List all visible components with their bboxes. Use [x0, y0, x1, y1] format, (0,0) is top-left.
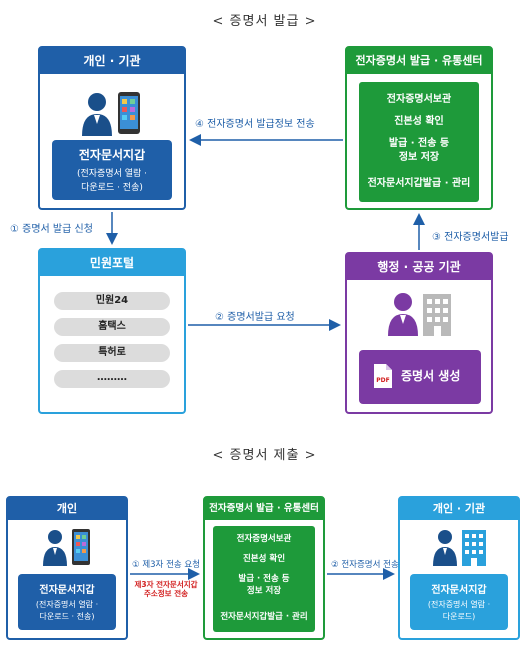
portal-item-hometax: 홈택스 — [54, 318, 170, 336]
submit-wallet-box: 전자문서지갑 (전자증명서 열람 · 다운로드 · 전송) — [18, 574, 116, 630]
person-phone-icon — [43, 529, 90, 566]
center-item-authenticity: 진본성 확인 — [242, 554, 286, 564]
pdf-icon-label: PDF — [376, 377, 389, 384]
wallet-sub-2: 다운로드) — [442, 612, 476, 621]
submit-step1-note-line1: 제3자 전자문서지갑 — [134, 580, 198, 589]
issue-center-box: 전자증명서 발급 · 유통센터 전자증명서보관 진본성 확인 발급 · 전송 등… — [345, 46, 493, 210]
person-phone-icon — [82, 92, 140, 136]
submit-section-title: < 증명서 제출 > — [212, 448, 317, 463]
submit-center-header: 전자증명서 발급 · 유통센터 — [205, 498, 323, 520]
portal-item-minwon24: 민원24 — [54, 292, 170, 310]
center-item-issue-transfer: 발급 · 전송 등 — [238, 574, 290, 584]
wallet-title: 전자문서지갑 — [431, 585, 487, 596]
submit-personal-header: 개인 — [8, 498, 126, 520]
issue-personal-header: 개인 · 기관 — [40, 48, 184, 74]
issue-agency-box: 행정 · 공공 기관 PDF 증명서 생성 — [345, 252, 493, 414]
submit-receiver-box: 개인 · 기관 전자문서지갑 (전자증명서 열람 · 다운로드) — [398, 496, 520, 640]
issue-center-inner: 전자증명서보관 진본성 확인 발급 · 전송 등 정보 저장 전자문서지갑발급 … — [359, 82, 479, 202]
center-item-authenticity: 진본성 확인 — [394, 116, 444, 127]
person-building-icon — [433, 530, 486, 566]
issue-portal-box: 민원포털 민원24 홈택스 특허로 ……… — [38, 248, 186, 414]
issue-section-title: < 증명서 발급 > — [212, 14, 317, 29]
wallet-title: 전자문서지갑 — [78, 148, 146, 162]
issue-wallet-box: 전자문서지갑 (전자증명서 열람 · 다운로드 · 전송) — [52, 140, 172, 200]
center-item-issue-transfer: 발급 · 전송 등 — [388, 138, 450, 149]
submit-step1-label: ① 제3자 전송 요청 — [132, 560, 201, 570]
center-item-storage: 전자증명서보관 — [386, 94, 452, 105]
person-building-icon — [388, 293, 451, 336]
center-item-wallet-manage: 전자문서지갑발급 · 관리 — [220, 612, 308, 622]
receiver-wallet-box: 전자문서지갑 (전자증명서 열람 · 다운로드) — [410, 574, 508, 630]
submit-center-inner: 전자증명서보관 진본성 확인 발급 · 전송 등 정보 저장 전자문서지갑발급 … — [213, 526, 315, 632]
center-item-info-save: 정보 저장 — [398, 152, 440, 163]
submit-step1-note-line2: 주소정보 전송 — [143, 589, 188, 599]
wallet-sub-1: (전자증명서 열람 · — [35, 600, 99, 609]
agency-header: 행정 · 공공 기관 — [347, 254, 491, 280]
issue-step4-label: ④ 전자증명서 발급정보 전송 — [195, 119, 315, 130]
portal-header: 민원포털 — [40, 250, 184, 276]
submit-step1-note: 제3자 전자문서지갑 주소정보 전송 — [128, 580, 204, 599]
submit-receiver-header: 개인 · 기관 — [400, 498, 518, 520]
center-item-info-save: 정보 저장 — [246, 586, 282, 596]
issue-step1-label: ① 증명서 발급 신청 — [10, 224, 93, 235]
center-item-storage: 전자증명서보관 — [236, 534, 292, 544]
wallet-sub-2: 다운로드 · 전송) — [39, 612, 95, 621]
issue-personal-box: 개인 · 기관 전자문서지갑 (전자증명서 열람 · 다운로드 · 전송) — [38, 46, 186, 210]
wallet-sub-1: (전자증명서 열람 · — [76, 169, 148, 179]
wallet-sub-1: (전자증명서 열람 · — [427, 600, 491, 609]
issue-step3-label: ③ 전자증명서발급 — [432, 232, 509, 243]
submit-personal-box: 개인 전자문서지갑 (전자증명서 열람 · 다운로드 · 전송) — [6, 496, 128, 640]
portal-item-patent: 특허로 — [54, 344, 170, 362]
submit-step2-label: ② 전자증명서 전송 — [331, 560, 399, 570]
pdf-icon: PDF — [374, 364, 392, 388]
certificate-generate-label: 증명서 생성 — [401, 369, 461, 383]
submit-center-box: 전자증명서 발급 · 유통센터 전자증명서보관 진본성 확인 발급 · 전송 등… — [203, 496, 325, 640]
center-item-wallet-manage: 전자문서지갑발급 · 관리 — [367, 178, 471, 189]
issue-center-header: 전자증명서 발급 · 유통센터 — [347, 48, 491, 74]
wallet-sub-2: 다운로드 · 전송) — [81, 183, 143, 193]
portal-item-more: ……… — [54, 370, 170, 388]
issue-step2-label: ② 증명서발급 요청 — [215, 312, 295, 323]
certificate-generate-box: PDF 증명서 생성 — [359, 350, 481, 404]
wallet-title: 전자문서지갑 — [39, 585, 95, 596]
